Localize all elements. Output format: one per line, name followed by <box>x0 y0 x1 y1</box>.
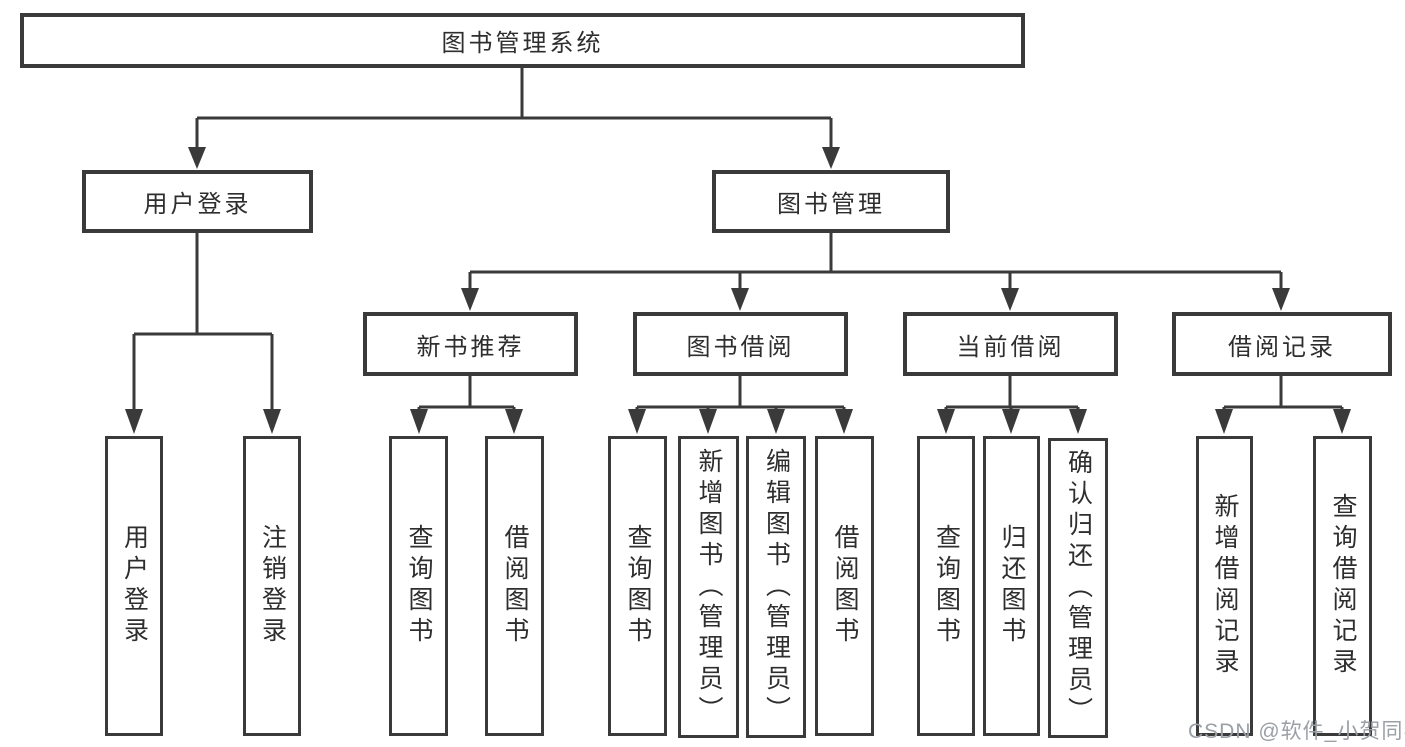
arrowheads <box>125 147 1351 434</box>
node-user-login-label: 用户登录 <box>143 191 252 218</box>
leaf-logout: 注销登录 <box>243 436 301 736</box>
leaf-add-borrow-record: 新增借阅记录 <box>1196 436 1253 736</box>
leaf-query-books-current: 查询图书 <box>917 436 975 736</box>
leaf-logout-label: 注销登录 <box>258 524 287 648</box>
node-borrow-records-label: 借阅记录 <box>1228 333 1336 361</box>
node-borrow-records: 借阅记录 <box>1172 312 1392 376</box>
leaf-query-books-recommend: 查询图书 <box>389 436 448 736</box>
node-current-borrow: 当前借阅 <box>903 312 1118 376</box>
watermark: CSDN @软件_小贺同学 <box>1188 715 1405 745</box>
leaf-confirm-return-admin: 确认归还（管理员） <box>1048 438 1108 738</box>
leaf-query-borrow-record: 查询借阅记录 <box>1313 436 1372 736</box>
leaf-query-borrow-record-label: 查询借阅记录 <box>1329 493 1357 679</box>
node-root-label: 图书管理系统 <box>441 30 604 57</box>
leaf-query-books-borrow: 查询图书 <box>608 436 667 736</box>
leaf-return-books-label: 归还图书 <box>998 524 1026 648</box>
leaf-borrow-books-borrow-label: 借阅图书 <box>831 524 859 648</box>
node-root: 图书管理系统 <box>20 13 1025 68</box>
leaf-query-books-borrow-label: 查询图书 <box>624 524 652 648</box>
node-book-borrow-label: 图书借阅 <box>686 333 795 361</box>
leaf-user-login: 用户登录 <box>105 436 163 736</box>
leaf-query-books-recommend-label: 查询图书 <box>405 524 433 648</box>
node-new-book-recommend-label: 新书推荐 <box>416 333 525 361</box>
leaf-add-borrow-record-label: 新增借阅记录 <box>1211 493 1239 679</box>
node-book-management: 图书管理 <box>712 170 950 233</box>
node-book-borrow: 图书借阅 <box>633 312 848 376</box>
node-current-borrow-label: 当前借阅 <box>956 333 1065 361</box>
leaf-user-login-label: 用户登录 <box>120 524 149 648</box>
leaf-edit-books-admin: 编辑图书（管理员） <box>746 436 806 738</box>
node-user-login: 用户登录 <box>82 170 313 233</box>
watermark-text: CSDN @软件_小贺同学 <box>1188 720 1405 743</box>
leaf-borrow-books-recommend: 借阅图书 <box>485 436 544 736</box>
leaf-add-books-admin-label: 新增图书（管理员） <box>695 447 723 727</box>
leaf-borrow-books-recommend-label: 借阅图书 <box>501 524 529 648</box>
leaf-add-books-admin: 新增图书（管理员） <box>678 436 739 738</box>
leaf-query-books-current-label: 查询图书 <box>932 524 961 648</box>
leaf-confirm-return-admin-label: 确认归还（管理员） <box>1064 448 1093 728</box>
node-book-management-label: 图书管理 <box>777 191 885 218</box>
node-new-book-recommend: 新书推荐 <box>363 312 578 376</box>
leaf-borrow-books-borrow: 借阅图书 <box>815 436 874 736</box>
leaf-return-books: 归还图书 <box>983 436 1040 736</box>
leaf-edit-books-admin-label: 编辑图书（管理员） <box>762 447 791 727</box>
